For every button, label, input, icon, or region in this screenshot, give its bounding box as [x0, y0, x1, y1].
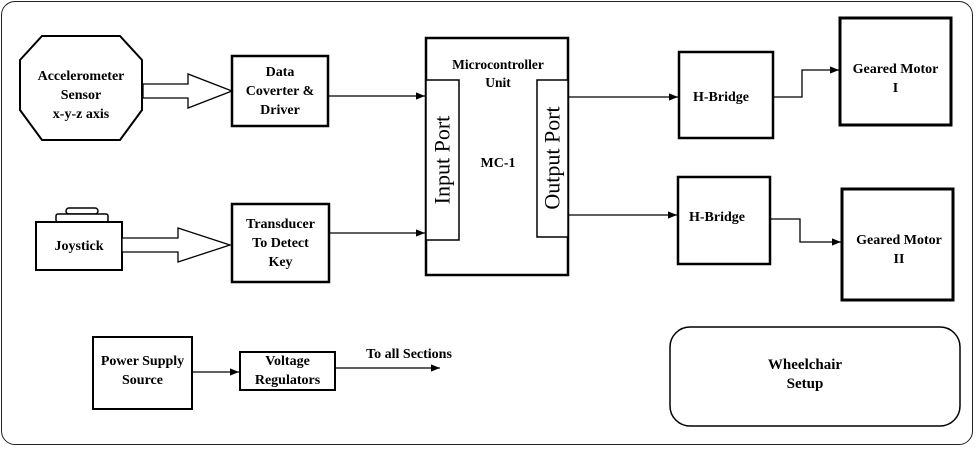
hbridge-1-to-motor-1-line [773, 66, 839, 98]
wheelchair-setup-label: Wheelchair Setup [767, 357, 843, 392]
to-all-sections-label: To all Sections [366, 346, 452, 362]
output-port-box [536, 79, 569, 238]
input-port-box [425, 79, 460, 241]
hbridge-2-label: H-Bridge [689, 209, 745, 225]
mcu-title-label: Microcontroller Unit [452, 57, 544, 90]
hbridge-2-box [676, 175, 772, 266]
motor-1-label: Geared Motor I [852, 62, 939, 96]
power-supply-label: Power Supply Source [100, 354, 185, 388]
transducer-box [230, 202, 331, 284]
transducer-label: Transducer To Detect Key [246, 216, 315, 270]
accelerometer-label: Accelerometer Sensor x-y-z axis [37, 68, 125, 122]
input-port-label: Input Port [429, 115, 455, 205]
wheelchair-setup-box [669, 326, 961, 427]
joystick-top [55, 213, 109, 223]
mcu-id-label: MC-1 [480, 155, 516, 171]
hbridge-1-box [677, 50, 775, 140]
accelerometer-to-converter-arrow [142, 73, 234, 109]
power-supply-box [92, 336, 193, 410]
joystick-label: Joystick [54, 238, 104, 254]
output-port-label: Output Port [539, 106, 565, 210]
hbridge-2-to-motor-2-line [770, 218, 841, 246]
data-converter-label: Data Coverter & Driver [245, 64, 315, 118]
motor-1-box [838, 16, 953, 127]
motor-2-box [840, 187, 955, 302]
joystick-box [35, 221, 123, 271]
voltage-regulator-box [239, 351, 336, 391]
voltage-regulators-label: Voltage Regulators [254, 354, 321, 388]
motor-2-label: Geared Motor II [856, 233, 942, 267]
joystick-to-transducer-arrow [121, 227, 233, 263]
hbridge-1-label: H-Bridge [693, 89, 749, 105]
accelerometer-sensor-shape [19, 35, 143, 141]
data-converter-box [230, 54, 330, 128]
joystick-knob [65, 207, 99, 215]
